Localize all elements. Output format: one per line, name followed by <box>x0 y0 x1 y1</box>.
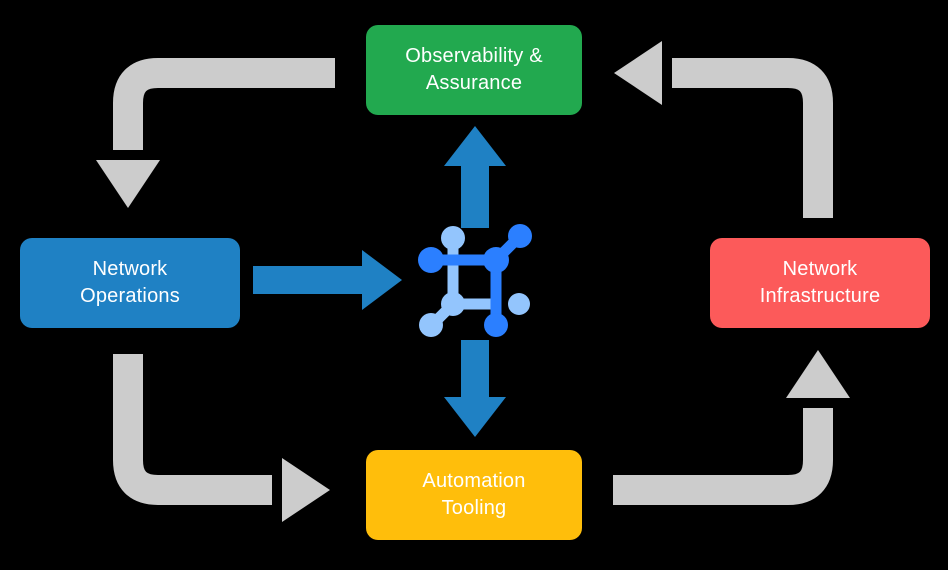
node-label-automation-tooling: Automation Tooling <box>422 470 526 519</box>
gray-arrow-operations-to-automation <box>113 354 330 522</box>
topology-dark-nodes <box>418 224 532 337</box>
blue-arrow-operations-to-hub <box>253 250 402 310</box>
node-label-observability-assurance: Observability & Assurance <box>405 45 543 94</box>
gray-arrow-observability-to-operations <box>96 58 335 208</box>
topology-light-links <box>426 232 502 331</box>
gray-arrow-automation-to-infrastructure <box>613 350 850 505</box>
node-automation-tooling[interactable]: Automation Tooling <box>366 450 582 540</box>
node-network-infrastructure[interactable]: Network Infrastructure <box>710 238 930 328</box>
gray-arrow-infrastructure-to-observability <box>614 41 833 218</box>
network-topology-icon <box>418 224 532 337</box>
node-network-operations[interactable]: Network Operations <box>20 238 240 328</box>
blue-arrow-hub-to-observability <box>444 126 506 228</box>
node-label-network-operations: Network Operations <box>80 258 180 307</box>
node-observability-assurance[interactable]: Observability & Assurance <box>366 25 582 115</box>
blue-arrow-hub-to-automation <box>444 340 506 437</box>
topology-light-nodes <box>419 226 530 337</box>
node-label-network-infrastructure: Network Infrastructure <box>759 258 881 307</box>
